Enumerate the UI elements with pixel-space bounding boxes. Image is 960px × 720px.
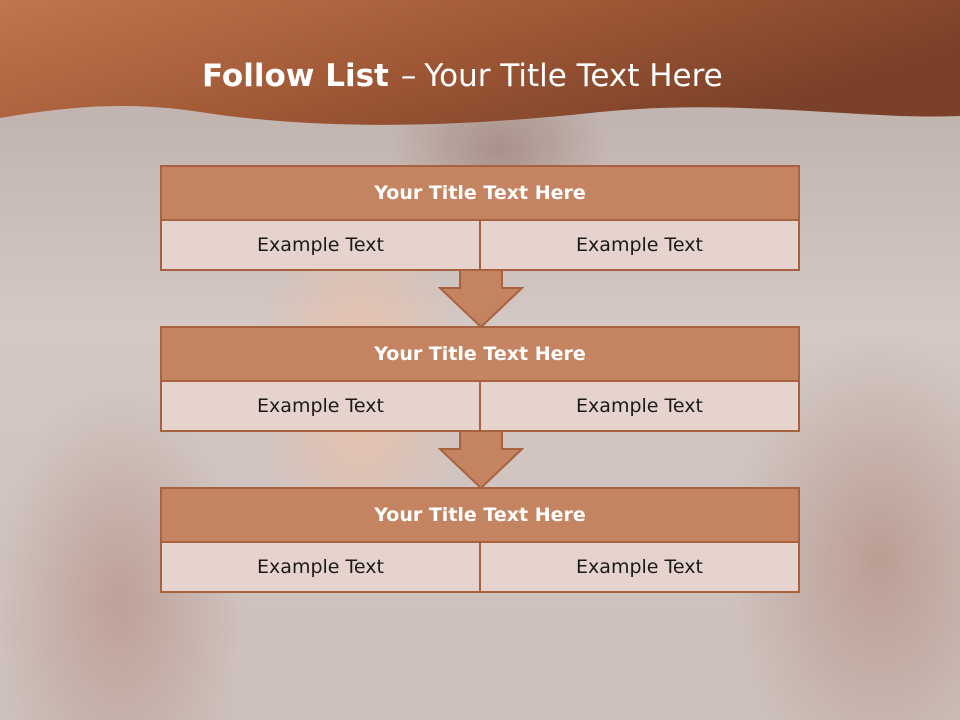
title-banner [0, 0, 960, 125]
title-separator: – [400, 58, 417, 94]
step-cell-left: Example Text [257, 234, 384, 256]
step-row: Example Text Example Text [160, 543, 800, 593]
step-cell-right: Example Text [479, 221, 798, 269]
step-block-2: Your Title Text Here Example Text Exampl… [160, 326, 800, 432]
step-title: Your Title Text Here [160, 326, 800, 382]
step-cell-left: Example Text [257, 395, 384, 417]
step-cell-right: Example Text [479, 543, 798, 591]
down-arrow-icon [438, 270, 524, 328]
down-arrow-icon [438, 431, 524, 489]
step-cell-right: Example Text [479, 382, 798, 430]
step-block-1: Your Title Text Here Example Text Exampl… [160, 165, 800, 271]
title-rest: Your Title Text Here [424, 58, 723, 94]
step-cell-left: Example Text [257, 556, 384, 578]
step-title: Your Title Text Here [160, 487, 800, 543]
step-block-3: Your Title Text Here Example Text Exampl… [160, 487, 800, 593]
step-title: Your Title Text Here [160, 165, 800, 221]
step-row: Example Text Example Text [160, 221, 800, 271]
slide-title: Follow List–Your Title Text Here [202, 56, 723, 96]
title-bold: Follow List [202, 58, 389, 94]
step-row: Example Text Example Text [160, 382, 800, 432]
